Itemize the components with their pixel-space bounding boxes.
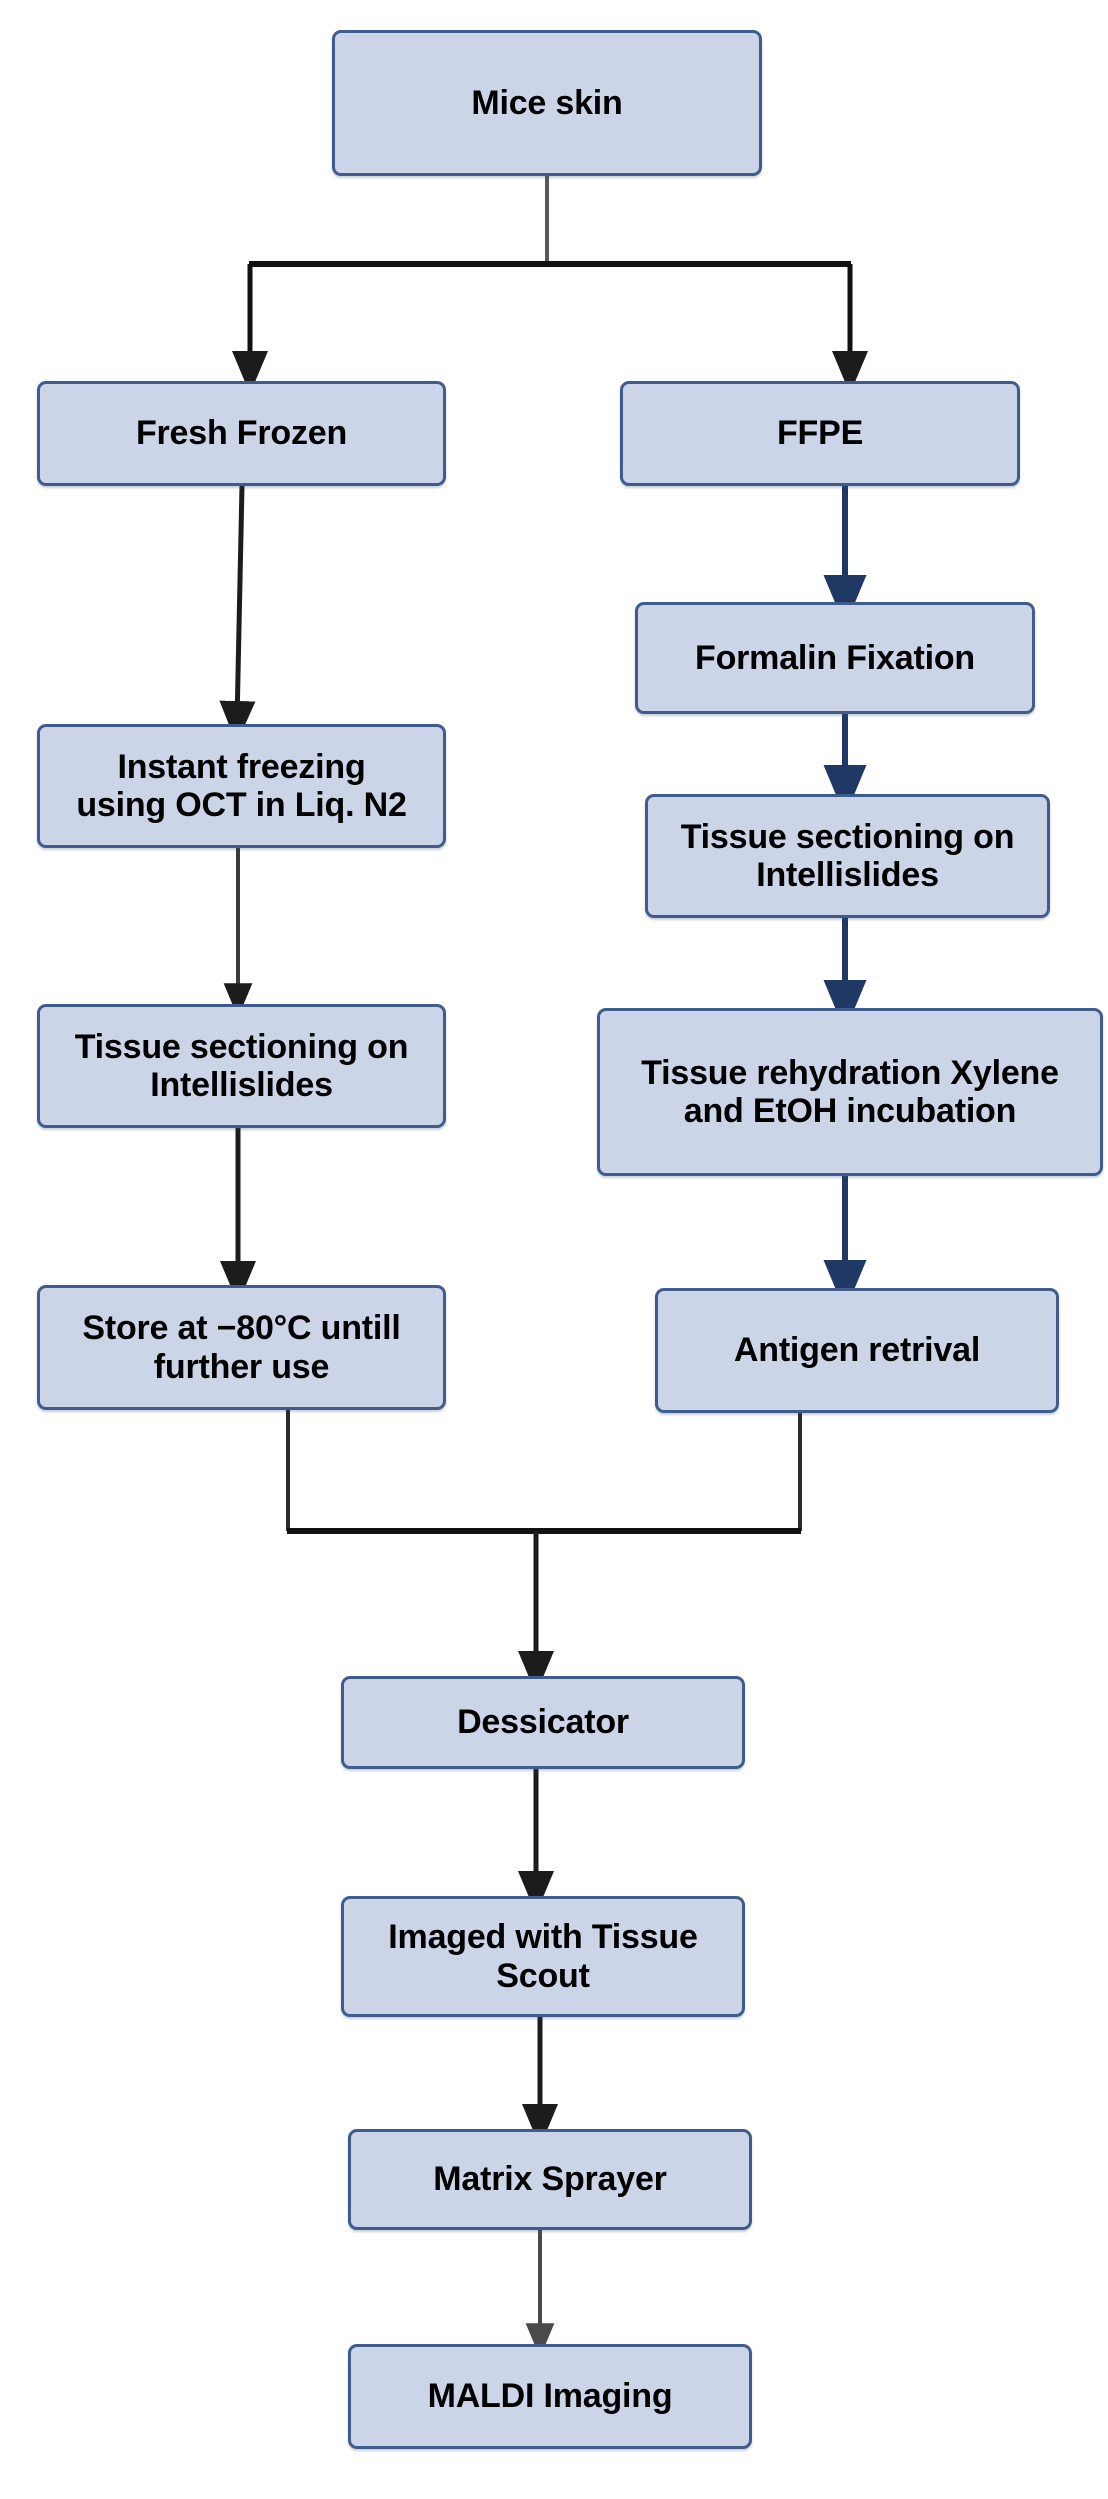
node-fresh-frozen-label: Fresh Frozen	[135, 414, 348, 453]
node-dessicator[interactable]: Dessicator	[341, 1676, 745, 1769]
node-tissue-rehydration[interactable]: Tissue rehydration Xylene and EtOH incub…	[597, 1008, 1103, 1176]
node-antigen-retrieval[interactable]: Antigen retrival	[655, 1288, 1059, 1413]
node-instant-freezing-label: Instant freezing using OCT in Liq. N2	[76, 747, 407, 824]
node-imaged-tissue-scout[interactable]: Imaged with Tissue Scout	[341, 1896, 745, 2017]
node-antigen-retrieval-label: Antigen retrival	[733, 1331, 981, 1370]
node-mice-skin[interactable]: Mice skin	[332, 30, 762, 176]
node-imaged-tissue-scout-label: Imaged with Tissue Scout	[388, 1918, 698, 1995]
node-tissue-rehydration-label: Tissue rehydration Xylene and EtOH incub…	[641, 1053, 1059, 1130]
node-store-minus-80-label: Store at −80°C untill further use	[82, 1309, 401, 1386]
node-ffpe[interactable]: FFPE	[620, 381, 1020, 486]
node-tissue-sectioning-ffpe[interactable]: Tissue sectioning on Intellislides	[645, 794, 1050, 918]
node-tissue-sectioning-ffpe-label: Tissue sectioning on Intellislides	[680, 817, 1015, 894]
node-instant-freezing[interactable]: Instant freezing using OCT in Liq. N2	[37, 724, 446, 848]
node-fresh-frozen[interactable]: Fresh Frozen	[37, 381, 446, 486]
node-tissue-sectioning-ff-label: Tissue sectioning on Intellislides	[74, 1027, 409, 1104]
node-maldi-imaging-label: MALDI Imaging	[427, 2377, 673, 2416]
edge-fresh-frozen-to-instant-freezing	[219, 485, 256, 744]
node-matrix-sprayer[interactable]: Matrix Sprayer	[348, 2129, 752, 2230]
node-matrix-sprayer-label: Matrix Sprayer	[433, 2160, 667, 2199]
node-mice-skin-label: Mice skin	[471, 83, 623, 122]
node-formalin-fixation[interactable]: Formalin Fixation	[635, 602, 1035, 714]
node-maldi-imaging[interactable]: MALDI Imaging	[348, 2344, 752, 2449]
node-formalin-fixation-label: Formalin Fixation	[695, 638, 975, 677]
node-store-minus-80[interactable]: Store at −80°C untill further use	[37, 1285, 446, 1410]
node-tissue-sectioning-ff[interactable]: Tissue sectioning on Intellislides	[37, 1004, 446, 1128]
node-dessicator-label: Dessicator	[457, 1703, 629, 1742]
node-ffpe-label: FFPE	[776, 414, 864, 453]
